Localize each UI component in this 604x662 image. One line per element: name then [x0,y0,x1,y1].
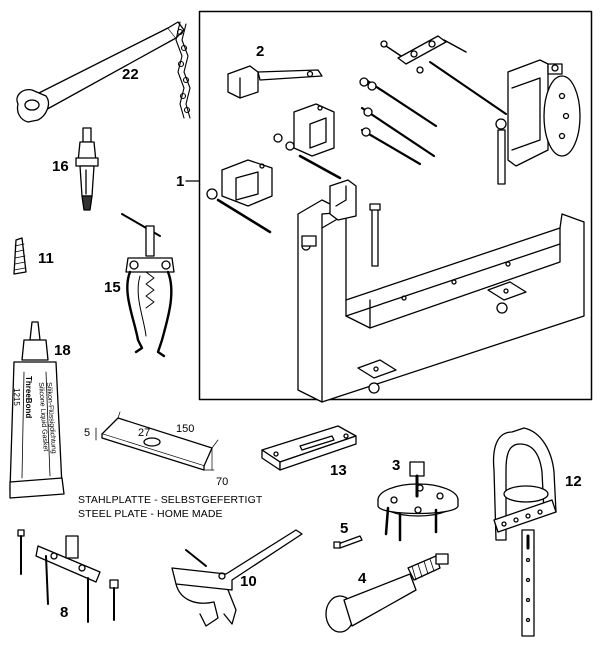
part-number-1: 1 [176,173,185,190]
part-number-2: 2 [256,43,265,60]
bracket-lower-left [221,159,273,207]
slide-hammer-4 [325,553,449,633]
main-frame [297,59,585,403]
tube-brand-text: ThreeBond [24,376,33,419]
bracket-upper-middle [293,103,335,157]
part-number-18: 18 [54,342,71,359]
puller-16 [75,127,99,211]
part-number-16: 16 [52,158,69,175]
gear-puller-15 [121,213,175,358]
plate-caption-german: STAHLPLATTE - SELBSTGEFERTIGT [78,494,263,506]
assembly-frame-box [198,10,593,401]
tube-code-text: 1215 [12,388,21,406]
part-number-3: 3 [392,457,401,474]
clutch-holder-10 [171,529,303,627]
part-number-5: 5 [340,520,349,537]
plate-caption-english: STEEL PLATE - HOME MADE [78,508,223,520]
foot-pads [357,281,527,394]
puller-8 [17,529,119,623]
flywheel-puller-3 [377,461,459,542]
part-number-15: 15 [104,279,121,296]
part-number-11: 11 [38,250,54,267]
part-number-10: 10 [240,573,257,590]
part-number-8: 8 [60,604,69,621]
plate-dim-thickness: 5 [84,427,91,439]
slotted-block-13 [261,425,357,471]
fitting-11 [13,237,27,275]
bracket-2 [227,65,323,99]
plate-dim-width: 70 [216,476,229,488]
bolts-and-nuts [206,35,507,267]
plate-dim-diameter: 27 [138,427,151,439]
part-number-13: 13 [330,462,347,479]
bracket-12 [492,427,557,637]
chain-wrench-22 [16,21,191,123]
plate-dim-length: 150 [176,423,195,435]
threebond-tube-18 [9,321,65,499]
part-number-22: 22 [122,66,139,83]
part-number-12: 12 [565,473,582,490]
steel-plate-drawing [95,411,219,471]
part-number-4: 4 [358,570,367,587]
bolt-5 [333,535,363,549]
